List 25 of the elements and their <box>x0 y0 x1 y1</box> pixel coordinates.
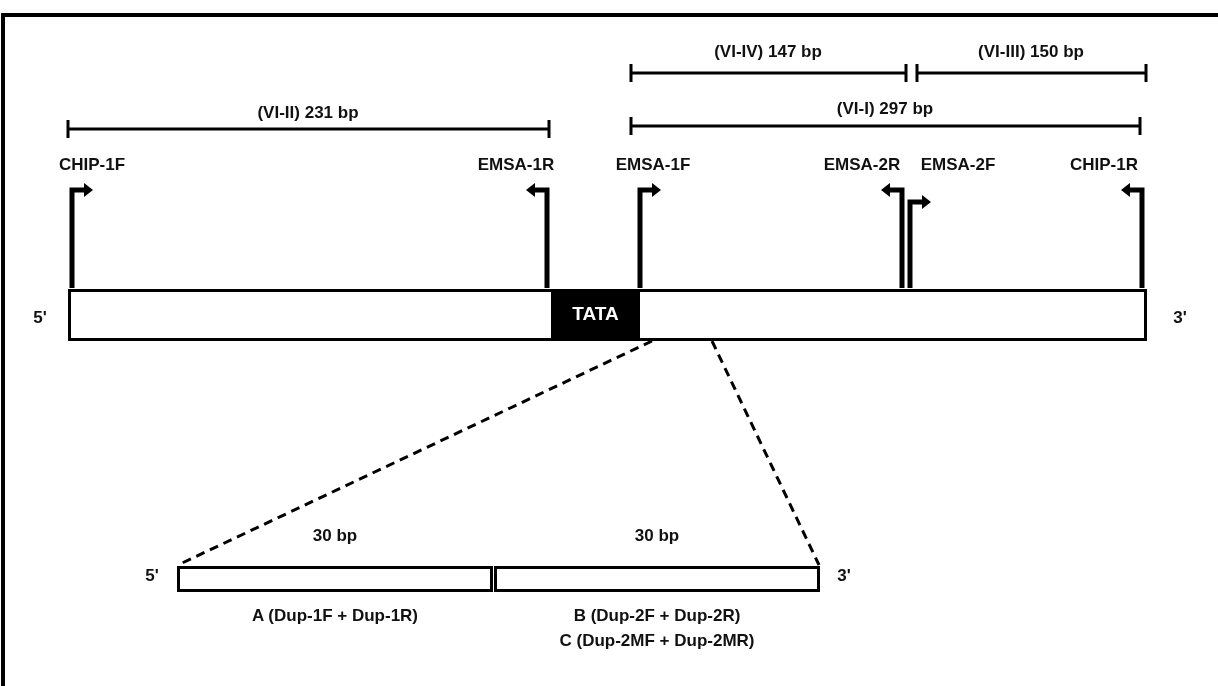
region-label: (VI-III) 150 bp <box>978 42 1084 62</box>
end-label: 3' <box>1173 308 1187 328</box>
tata-box <box>551 289 640 341</box>
end-label: 3' <box>837 566 851 586</box>
fragment-label: B (Dup-2F + Dup-2R) <box>573 606 741 626</box>
end-label: 5' <box>33 308 47 328</box>
primer-label: CHIP-1R <box>1070 155 1138 175</box>
region-label: (VI-II) 231 bp <box>257 103 359 123</box>
segment-box <box>177 566 493 592</box>
promoter-bar <box>68 289 1147 341</box>
fragment-label: C (Dup-2MF + Dup-2MR) <box>559 631 755 651</box>
length-label: 30 bp <box>312 526 358 546</box>
end-label: 5' <box>145 566 159 586</box>
primer-label: EMSA-2F <box>920 155 996 175</box>
primer-label: EMSA-2R <box>823 155 901 175</box>
region-label: (VI-IV) 147 bp <box>714 42 822 62</box>
primer-label: EMSA-1R <box>477 155 555 175</box>
zoom-line <box>710 340 821 566</box>
box-label: TATA <box>572 304 619 324</box>
segment-box <box>494 566 820 592</box>
fragment-label: A (Dup-1F + Dup-1R) <box>251 606 419 626</box>
primer-label: CHIP-1F <box>58 155 126 175</box>
region-label: (VI-I) 297 bp <box>836 99 934 119</box>
primer-label: EMSA-1F <box>615 155 691 175</box>
length-label: 30 bp <box>634 526 680 546</box>
